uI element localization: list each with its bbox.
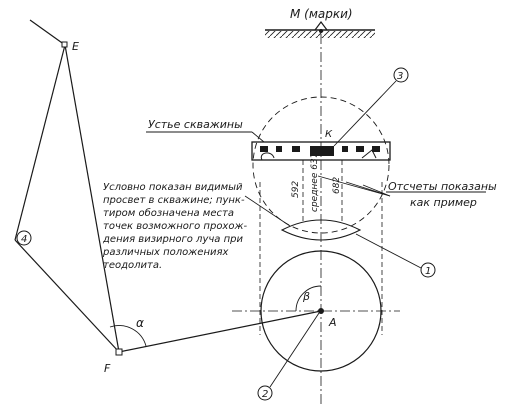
marker-2-label: 2 [262, 389, 268, 400]
marker-1-label: 1 [425, 266, 431, 277]
lens-shape [280, 219, 362, 241]
svg-text:точек возможного прохож-: точек возможного прохож- [103, 221, 247, 232]
a-point-label: А [328, 316, 337, 329]
marker-4-label: 4 [21, 234, 27, 245]
point-f [115, 348, 123, 356]
wellhead-label: Устье скважины [148, 118, 243, 131]
svg-text:дения визирного луча при: дения визирного луча при [102, 234, 243, 245]
svg-text:Условно показан видимый: Условно показан видимый [103, 182, 243, 193]
wellhead-plate [251, 141, 391, 161]
svg-text:различных положениях: различных положениях [102, 247, 229, 258]
note-block: Условно показан видимый просвет в скважи… [102, 182, 247, 271]
reading-682: 682 [332, 177, 342, 194]
marker-2 [257, 385, 273, 401]
mark-label: М (марки) [290, 7, 353, 21]
callout-line-1: Отсчеты показаны [388, 180, 497, 193]
svg-text:просвет в скважине; пунк-: просвет в скважине; пунк- [103, 195, 245, 206]
e-point-label: Е [72, 40, 79, 53]
marker-3-label: 3 [397, 71, 403, 82]
marker-1 [420, 262, 436, 278]
beta-label: β [302, 290, 310, 303]
alpha-label: α [136, 316, 144, 330]
k-point-label: К [325, 129, 333, 140]
marker-3 [393, 67, 409, 83]
projection-circle [252, 96, 390, 234]
svg-text:тиром обозначена места: тиром обозначена места [103, 207, 234, 219]
mark-support [265, 21, 375, 38]
callout-line-2: как пример [410, 196, 477, 209]
f-point-label: F [104, 362, 111, 375]
point-e [61, 41, 68, 48]
marker-4 [16, 230, 32, 246]
reading-592: 592 [291, 181, 301, 198]
svg-text:теодолита.: теодолита. [103, 260, 162, 271]
reading-637: среднее 637 [310, 152, 320, 212]
